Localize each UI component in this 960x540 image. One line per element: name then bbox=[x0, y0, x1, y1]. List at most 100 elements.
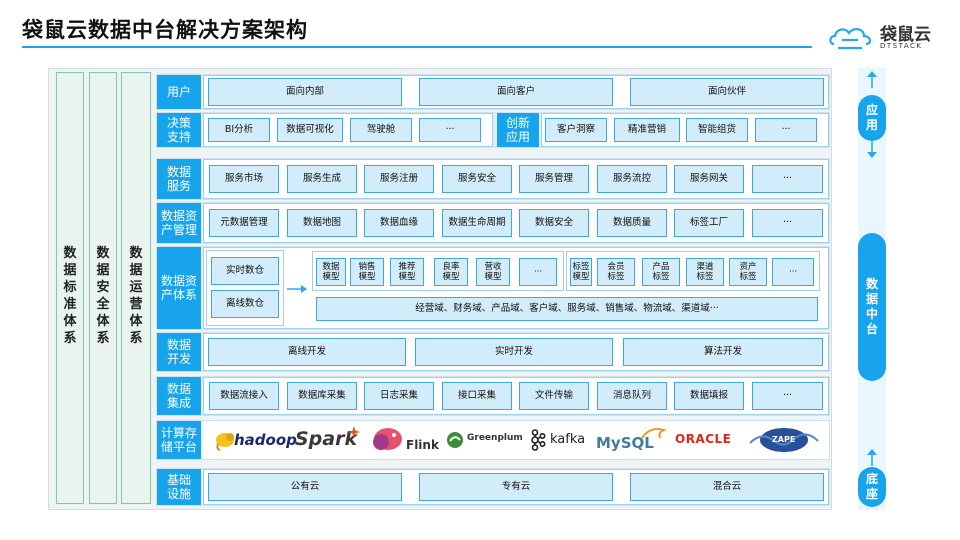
base-item-public-cloud: 公有云 bbox=[208, 473, 402, 501]
innovation-item-insight: 客户洞察 bbox=[545, 118, 607, 142]
integration-item-log: 日志采集 bbox=[364, 382, 434, 410]
row-label-asset-management: 数据资 产管理 bbox=[157, 203, 201, 243]
innovation-item-more: ··· bbox=[755, 118, 817, 142]
decision-item-cockpit: 驾驶舱 bbox=[350, 118, 412, 142]
model-yield: 良率 模型 bbox=[434, 258, 468, 286]
model-data: 数据 模型 bbox=[316, 258, 346, 286]
integration-item-db: 数据库采集 bbox=[287, 382, 357, 410]
oracle-text: ORACLE bbox=[675, 432, 732, 446]
column-standard-system: 数据标准体系 bbox=[56, 72, 84, 504]
asset-item-lineage: 数据血缘 bbox=[364, 209, 434, 237]
greenplum-circle-icon bbox=[447, 432, 463, 448]
row-label-integration: 数据 集成 bbox=[157, 377, 201, 415]
tag-asset: 资产 标签 bbox=[729, 258, 767, 286]
hadoop-logo: hadoop bbox=[214, 427, 297, 453]
user-item-internal: 面向内部 bbox=[208, 78, 402, 106]
company-logo: 袋鼠云 DTSTACK bbox=[828, 20, 938, 56]
title-underline bbox=[22, 46, 812, 48]
hadoop-elephant-icon bbox=[216, 433, 234, 451]
spark-text: Spark bbox=[295, 428, 358, 450]
mysql-logo: MySQL bbox=[596, 426, 672, 454]
row-label-innovation: 创新 应用 bbox=[497, 113, 539, 147]
model-more: ··· bbox=[519, 258, 557, 286]
zape-wave-icon bbox=[749, 428, 819, 452]
asset-item-metadata: 元数据管理 bbox=[209, 209, 279, 237]
service-item-register: 服务注册 bbox=[364, 165, 434, 193]
model-revenue: 营收 模型 bbox=[476, 258, 510, 286]
user-item-customer: 面向客户 bbox=[419, 78, 613, 106]
model-recommend: 推荐 模型 bbox=[390, 258, 424, 286]
innovation-item-marketing: 精准营销 bbox=[614, 118, 680, 142]
cloud-logo-icon bbox=[829, 28, 871, 50]
decision-item-bi: BI分析 bbox=[208, 118, 270, 142]
base-item-hybrid-cloud: 混合云 bbox=[630, 473, 824, 501]
layer-application: 应 用 bbox=[858, 95, 886, 141]
asset-item-security: 数据安全 bbox=[519, 209, 589, 237]
layer-data-middle-platform: 数 据 中 台 bbox=[858, 233, 886, 381]
flink-squirrel-icon bbox=[373, 428, 402, 450]
tag-more: ··· bbox=[772, 258, 814, 286]
service-item-gateway: 服务网关 bbox=[674, 165, 744, 193]
column-operation-system: 数据运营体系 bbox=[121, 72, 151, 504]
mysql-text: MySQL bbox=[596, 434, 654, 452]
integration-item-more: ··· bbox=[752, 382, 823, 410]
flink-text: Flink bbox=[406, 438, 439, 452]
tag-member: 会员 标签 bbox=[597, 258, 635, 286]
dev-item-realtime: 实时开发 bbox=[415, 338, 613, 366]
row-label-asset-system: 数据资 产体系 bbox=[157, 247, 201, 329]
arrow-down-icon bbox=[867, 141, 877, 158]
asset-item-more: ··· bbox=[752, 209, 823, 237]
flink-logo: Flink bbox=[368, 424, 442, 456]
model-sales: 销售 模型 bbox=[350, 258, 384, 286]
row-label-dev: 数据 开发 bbox=[157, 333, 201, 371]
asset-item-data-map: 数据地图 bbox=[287, 209, 357, 237]
kafka-nodes-icon bbox=[531, 429, 546, 451]
tech-logos-area bbox=[203, 421, 829, 459]
greenplum-logo: Greenplum bbox=[446, 430, 523, 450]
user-item-partner: 面向伙伴 bbox=[630, 78, 824, 106]
integration-item-stream: 数据流接入 bbox=[209, 382, 279, 410]
integration-item-api: 接口采集 bbox=[442, 382, 512, 410]
dev-item-algorithm: 算法开发 bbox=[623, 338, 823, 366]
column-label: 数据运营体系 bbox=[129, 246, 143, 346]
greenplum-text: Greenplum bbox=[467, 433, 523, 443]
logo-subtitle: DTSTACK bbox=[880, 42, 923, 50]
row-label-compute: 计算存 储平台 bbox=[157, 421, 201, 459]
layer-foundation: 底 座 bbox=[858, 467, 886, 507]
service-item-flow-control: 服务流控 bbox=[597, 165, 667, 193]
kafka-text: kafka bbox=[550, 432, 586, 447]
service-item-market: 服务市场 bbox=[209, 165, 279, 193]
integration-item-fill: 数据填报 bbox=[674, 382, 744, 410]
spark-logo: Spark bbox=[295, 426, 365, 454]
page-title: 袋鼠云数据中台解决方案架构 bbox=[22, 18, 308, 42]
service-item-generate: 服务生成 bbox=[287, 165, 357, 193]
row-label-user: 用户 bbox=[157, 75, 201, 109]
dev-item-offline: 离线开发 bbox=[208, 338, 406, 366]
base-item-private-cloud: 专有云 bbox=[419, 473, 613, 501]
row-label-service: 数据 服务 bbox=[157, 159, 201, 199]
asset-item-quality: 数据质量 bbox=[597, 209, 667, 237]
arrow-up-icon bbox=[867, 449, 877, 466]
decision-item-more: ··· bbox=[419, 118, 481, 142]
column-label: 数据安全体系 bbox=[96, 246, 110, 346]
tag-model: 标签 模型 bbox=[570, 258, 592, 286]
service-item-security: 服务安全 bbox=[442, 165, 512, 193]
spark-star-icon bbox=[348, 426, 360, 438]
integration-item-mq: 消息队列 bbox=[597, 382, 667, 410]
asset-item-lifecycle: 数据生命周期 bbox=[442, 209, 512, 237]
arrow-up-icon bbox=[867, 71, 877, 88]
business-domains: 经营域、财务域、产品域、客户域、服务域、销售域、物流域、渠道域··· bbox=[316, 297, 818, 321]
row-label-decision: 决策 支持 bbox=[157, 113, 201, 147]
logo-name: 袋鼠云 bbox=[880, 25, 931, 45]
arrow-right-icon bbox=[287, 285, 307, 293]
service-item-manage: 服务管理 bbox=[519, 165, 589, 193]
row-label-base: 基础 设施 bbox=[157, 469, 201, 505]
oracle-logo: ORACLE bbox=[675, 432, 745, 448]
service-item-more: ··· bbox=[752, 165, 823, 193]
zape-logo: ZAPE bbox=[748, 425, 820, 455]
tag-channel: 渠道 标签 bbox=[686, 258, 724, 286]
column-label: 数据标准体系 bbox=[63, 246, 77, 346]
mysql-dolphin-icon bbox=[641, 428, 668, 439]
decision-item-visualization: 数据可视化 bbox=[277, 118, 343, 142]
hadoop-text: hadoop bbox=[234, 431, 297, 449]
